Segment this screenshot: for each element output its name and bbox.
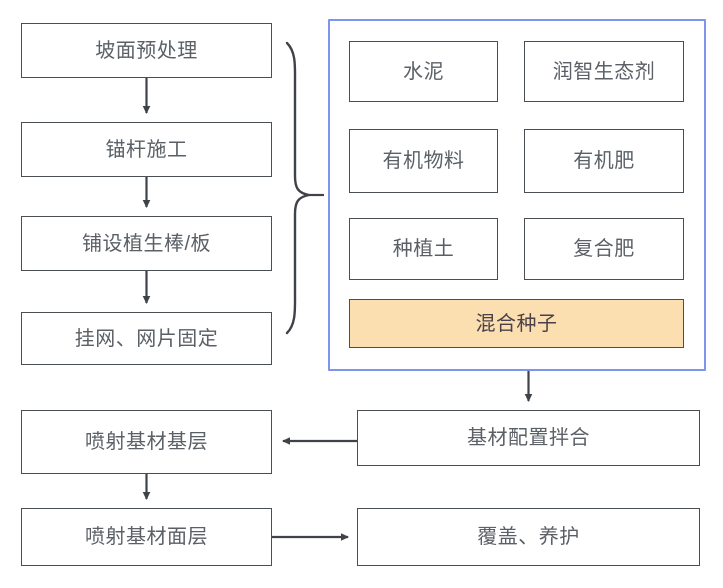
material-mixed-seeds[interactable]: 混合种子 [349, 299, 684, 348]
materials-panel [328, 19, 706, 371]
brace-steps-to-materials [285, 41, 324, 335]
material-planting-soil[interactable]: 种植土 [349, 218, 498, 280]
step-spray-base-layer[interactable]: 喷射基材基层 [21, 410, 272, 474]
material-runzhi-eco-agent[interactable]: 润智生态剂 [524, 41, 684, 102]
material-cement[interactable]: 水泥 [349, 41, 498, 102]
step-anchor-construction[interactable]: 锚杆施工 [21, 122, 272, 177]
step-cover-maintenance[interactable]: 覆盖、养护 [357, 508, 700, 566]
step-base-material-mixing[interactable]: 基材配置拌合 [357, 410, 700, 466]
step-hang-net-fix[interactable]: 挂网、网片固定 [21, 312, 272, 365]
step-lay-plant-rod-board[interactable]: 铺设植生棒/板 [21, 216, 272, 271]
material-compound-fertilizer[interactable]: 复合肥 [524, 218, 684, 280]
step-spray-surface-layer[interactable]: 喷射基材面层 [21, 508, 272, 566]
step-slope-pretreatment[interactable]: 坡面预处理 [21, 23, 272, 78]
material-organic-fertilizer[interactable]: 有机肥 [524, 129, 684, 193]
material-organic-matter[interactable]: 有机物料 [349, 129, 498, 193]
